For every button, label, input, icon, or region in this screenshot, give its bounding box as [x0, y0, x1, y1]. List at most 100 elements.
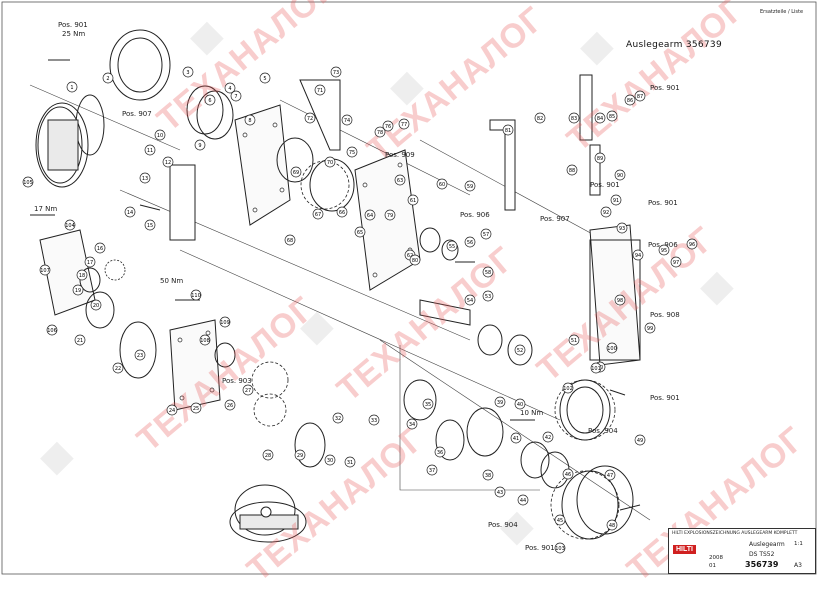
pos-label: Pos. 908 [650, 311, 680, 319]
part-number-text: 98 [617, 298, 623, 304]
part-number-balloon: 95 [658, 244, 670, 256]
pos-label: Pos. 907 [122, 110, 152, 118]
part-number-balloon: 3 [182, 66, 194, 78]
date: 2008 [709, 555, 723, 561]
part-number-text: 1 [70, 85, 73, 91]
title-block-heading: HILTI EXPLOSIONSZEICHNUNG AUSLEGEARM KOM… [672, 531, 798, 536]
part-number-text: 86 [627, 98, 633, 104]
part-number-balloon: 108 [199, 334, 211, 346]
scale: 1:1 [794, 541, 803, 547]
pos-label: Pos. 901 [525, 544, 555, 552]
part-number-balloon: 79 [384, 209, 396, 221]
part-number-text: 74 [344, 118, 350, 124]
part-number-balloon: 59 [464, 180, 476, 192]
title-block-name: Auslegearm [749, 541, 785, 548]
part-number-text: 97 [673, 260, 679, 266]
part-number-balloon: 31 [344, 456, 356, 468]
part-number-balloon: 20 [90, 299, 102, 311]
part-number-text: 54 [467, 298, 473, 304]
part-number-text: 79 [387, 213, 393, 219]
part-number-text: 70 [327, 160, 333, 166]
part-number-text: 3 [186, 70, 189, 76]
hilti-logo: HILTI [673, 545, 696, 554]
part-number-text: 30 [327, 458, 333, 464]
part-number-balloon: 97 [670, 256, 682, 268]
part-number-text: 92 [603, 210, 609, 216]
torque-label: 10 Nm [520, 409, 544, 417]
part-number-text: 58 [485, 270, 491, 276]
part-number-balloon: 94 [632, 249, 644, 261]
drawing-number: 356739 [745, 560, 779, 569]
part-number-balloon: 75 [346, 146, 358, 158]
part-number-balloon: 76 [382, 120, 394, 132]
part-number-balloon: 5 [259, 72, 271, 84]
part-number-text: 26 [227, 403, 233, 409]
part-number-text: 89 [597, 156, 603, 162]
part-number-text: 102 [563, 386, 573, 392]
bear-logo-icon: ◆ [40, 430, 74, 481]
part-number-balloon: 23 [134, 349, 146, 361]
part-number-balloon: 45 [554, 514, 566, 526]
part-number-text: 9 [198, 143, 201, 149]
part-number-balloon: 30 [324, 454, 336, 466]
part-number-balloon: 70 [324, 156, 336, 168]
part-number-text: 34 [409, 422, 415, 428]
part-number-balloon: 19 [72, 284, 84, 296]
part-number-balloon: 91 [610, 194, 622, 206]
part-number-balloon: 58 [482, 266, 494, 278]
part-number-balloon: 22 [112, 362, 124, 374]
part-number-text: 81 [505, 128, 511, 134]
part-number-balloon: 78 [374, 126, 386, 138]
part-number-text: 42 [545, 435, 551, 441]
part-number-text: 48 [609, 523, 615, 529]
part-number-balloon: 24 [166, 404, 178, 416]
part-number-balloon: 101 [590, 362, 602, 374]
part-number-balloon: 7 [230, 90, 242, 102]
part-number-text: 5 [263, 76, 266, 82]
part-number-balloon: 96 [686, 238, 698, 250]
part-number-text: 41 [513, 436, 519, 442]
part-number-balloon: 80 [409, 254, 421, 266]
part-number-text: 37 [429, 468, 435, 474]
part-number-balloon: 106 [46, 324, 58, 336]
part-number-balloon: 36 [434, 446, 446, 458]
part-number-text: 23 [137, 353, 143, 359]
revision: 01 [709, 563, 716, 569]
bear-logo-icon: ◆ [190, 10, 224, 61]
part-number-text: 38 [485, 473, 491, 479]
part-number-text: 2 [106, 76, 109, 82]
pos-label: Pos. 901 [590, 181, 620, 189]
sheet-size: A3 [794, 562, 802, 569]
part-number-balloon: 92 [600, 206, 612, 218]
part-number-balloon: 102 [562, 382, 574, 394]
part-number-balloon: 73 [330, 66, 342, 78]
part-number-text: 95 [661, 248, 667, 254]
part-number-balloon: 65 [354, 226, 366, 238]
part-number-balloon: 71 [314, 84, 326, 96]
part-number-text: 6 [208, 98, 211, 104]
part-number-balloon: 63 [394, 174, 406, 186]
part-number-balloon: 44 [517, 494, 529, 506]
part-number-text: 96 [689, 242, 695, 248]
part-number-text: 85 [609, 114, 615, 120]
part-number-balloon: 12 [162, 156, 174, 168]
part-number-balloon: 9 [194, 139, 206, 151]
part-number-text: 35 [425, 402, 431, 408]
part-number-balloon: 27 [242, 384, 254, 396]
part-number-text: 46 [565, 472, 571, 478]
part-number-balloon: 69 [290, 166, 302, 178]
part-number-text: 11 [147, 148, 153, 154]
pos-label: Pos. 901 [650, 84, 680, 92]
part-number-balloon: 85 [606, 110, 618, 122]
title-block: HILTI EXPLOSIONSZEICHNUNG AUSLEGEARM KOM… [668, 528, 816, 574]
part-number-text: 13 [142, 176, 148, 182]
part-number-balloon: 83 [568, 112, 580, 124]
pos-label: Pos. 904 [488, 521, 518, 529]
part-number-balloon: 93 [616, 222, 628, 234]
part-number-text: 28 [265, 453, 271, 459]
part-number-text: 77 [401, 122, 407, 128]
part-number-balloon: 87 [634, 90, 646, 102]
part-number-balloon: 68 [284, 234, 296, 246]
part-number-text: 109 [220, 320, 230, 326]
part-number-text: 63 [397, 178, 403, 184]
